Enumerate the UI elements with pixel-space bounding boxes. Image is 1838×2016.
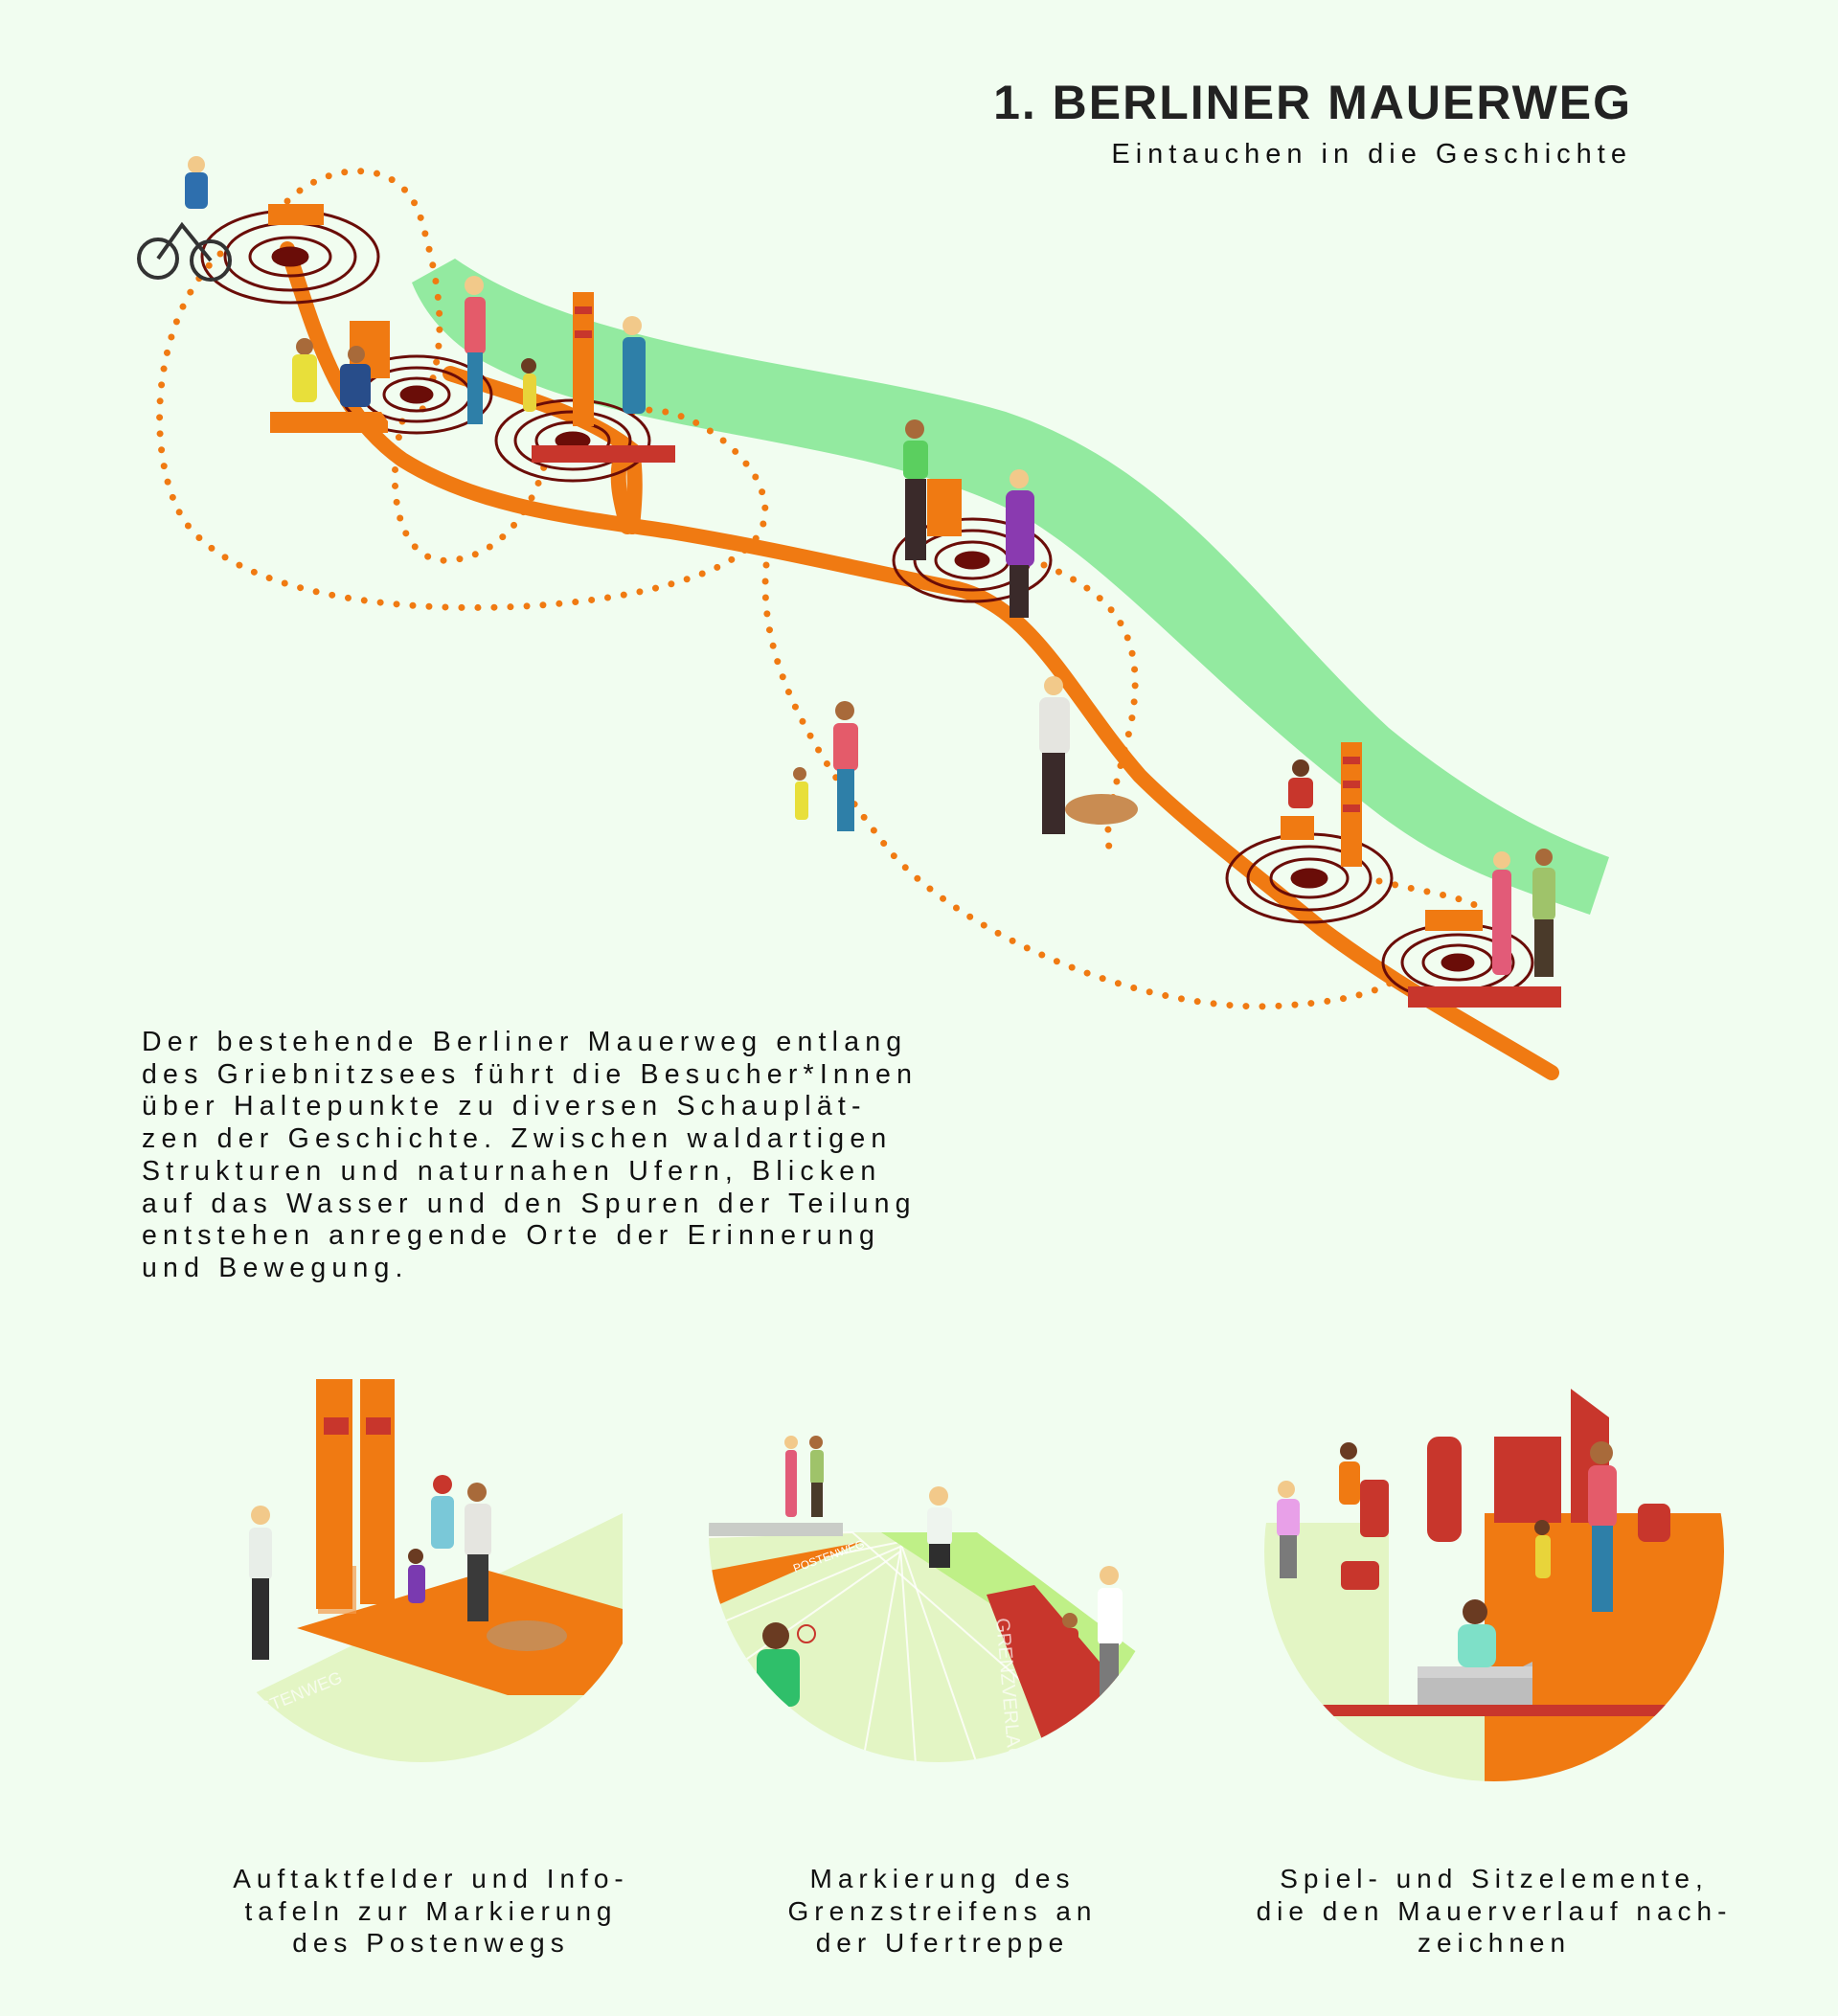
vignette-postenweg: POSTENWEG bbox=[192, 1379, 651, 1762]
description-line: Strukturen und naturnahen Ufern, Blicken bbox=[142, 1155, 882, 1187]
description-line: entstehen anregende Orte der Erinnerung bbox=[142, 1220, 880, 1252]
branch-path bbox=[442, 366, 643, 534]
bench-stop-2 bbox=[270, 412, 388, 433]
caption-line: tafeln zur Markierung bbox=[244, 1895, 618, 1926]
orange-field bbox=[297, 1571, 623, 1695]
vignette-spielelemente bbox=[1264, 1379, 1724, 1781]
page-subtitle: Eintauchen in die Geschichte bbox=[1111, 139, 1632, 170]
dotted-loop-end bbox=[1375, 877, 1479, 909]
pillar bbox=[1427, 1437, 1462, 1542]
cyclist bbox=[137, 221, 232, 282]
caption-postenweg: Auftaktfelder und Info- tafeln zur Marki… bbox=[163, 1863, 699, 1959]
route-map bbox=[137, 156, 1609, 1080]
caption-line: Grenzstreifens an bbox=[787, 1895, 1098, 1926]
box-stop-5 bbox=[1281, 816, 1314, 840]
caption-line: Auftaktfelder und Info- bbox=[233, 1864, 629, 1893]
lake-strip bbox=[412, 259, 1609, 915]
pillar-stop-3 bbox=[573, 292, 594, 426]
dog bbox=[487, 1620, 567, 1651]
caption-line: Markierung des bbox=[809, 1864, 1076, 1893]
bricks-stop-3 bbox=[532, 445, 675, 463]
description-line: und Bewegung. bbox=[142, 1252, 409, 1283]
caption-ufertreppe: Markierung des Grenzstreifens an der Ufe… bbox=[674, 1863, 1211, 1959]
caption-line: zeichnen bbox=[1417, 1928, 1572, 1958]
description-line: Der bestehende Berliner Mauerweg entlang bbox=[142, 1027, 908, 1057]
dotted-loop-upper bbox=[284, 168, 443, 416]
block-stop-6 bbox=[1425, 910, 1483, 931]
dotted-loop-north bbox=[156, 250, 769, 611]
bricks-stop-6 bbox=[1408, 986, 1561, 1008]
caption-spielelemente: Spiel- und Sitzelemente, die den Mauerve… bbox=[1226, 1863, 1762, 1959]
page-title: 1. BERLINER MAUERWEG bbox=[993, 76, 1632, 129]
caption-line: Spiel- und Sitzelemente, bbox=[1280, 1864, 1709, 1893]
info-panel bbox=[316, 1379, 352, 1609]
caption-line: die den Mauerverlauf nach- bbox=[1256, 1895, 1733, 1926]
dog bbox=[1065, 794, 1138, 825]
box-stop-4 bbox=[927, 479, 962, 536]
description-line: auf das Wasser und den Spuren der Teilun… bbox=[142, 1188, 917, 1219]
person-head bbox=[188, 156, 205, 173]
block-stop-1 bbox=[268, 204, 324, 225]
stop-4 bbox=[892, 517, 1053, 603]
vignette-ufertreppe: POSTENWEG GRENZVERLAUF bbox=[709, 1379, 1169, 1762]
description: Der bestehende Berliner Mauerweg entlang… bbox=[142, 1027, 965, 1285]
description-line: zen der Geschichte. Zwischen waldartigen bbox=[142, 1123, 893, 1155]
caption-line: der Ufertreppe bbox=[815, 1928, 1070, 1958]
dotted-loop-small bbox=[391, 418, 550, 564]
description-line: über Haltepunkte zu diversen Schauplät- bbox=[142, 1091, 867, 1122]
wall-panel bbox=[1494, 1437, 1561, 1523]
caption-line: des Postenwegs bbox=[292, 1928, 570, 1958]
dotted-loop-south bbox=[761, 561, 1402, 1010]
description-line: des Griebnitzsees führt die Besucher*Inn… bbox=[142, 1058, 919, 1090]
